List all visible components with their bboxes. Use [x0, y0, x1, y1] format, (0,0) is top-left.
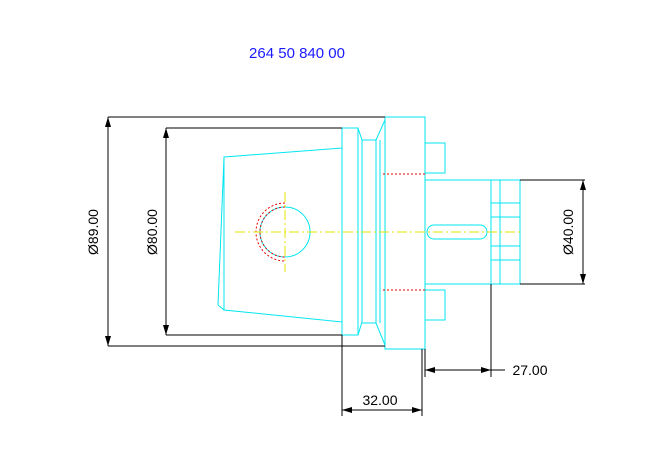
dimension-lines	[105, 116, 586, 416]
cone-body	[223, 147, 343, 323]
lug-top	[424, 142, 446, 174]
center-lines	[235, 192, 522, 272]
flange-plate	[384, 116, 426, 350]
dim-outer-diameter: Ø89.00	[85, 209, 101, 255]
lug-bottom	[424, 289, 446, 321]
dim-inner-diameter: Ø80.00	[144, 209, 160, 255]
dim-shank-length: 27.00	[512, 362, 547, 378]
dim-shank-diameter: Ø40.00	[560, 209, 576, 255]
dim-flange-length: 32.00	[362, 392, 397, 408]
part-number: 264 50 840 00	[249, 45, 345, 62]
part-outline	[217, 116, 521, 350]
